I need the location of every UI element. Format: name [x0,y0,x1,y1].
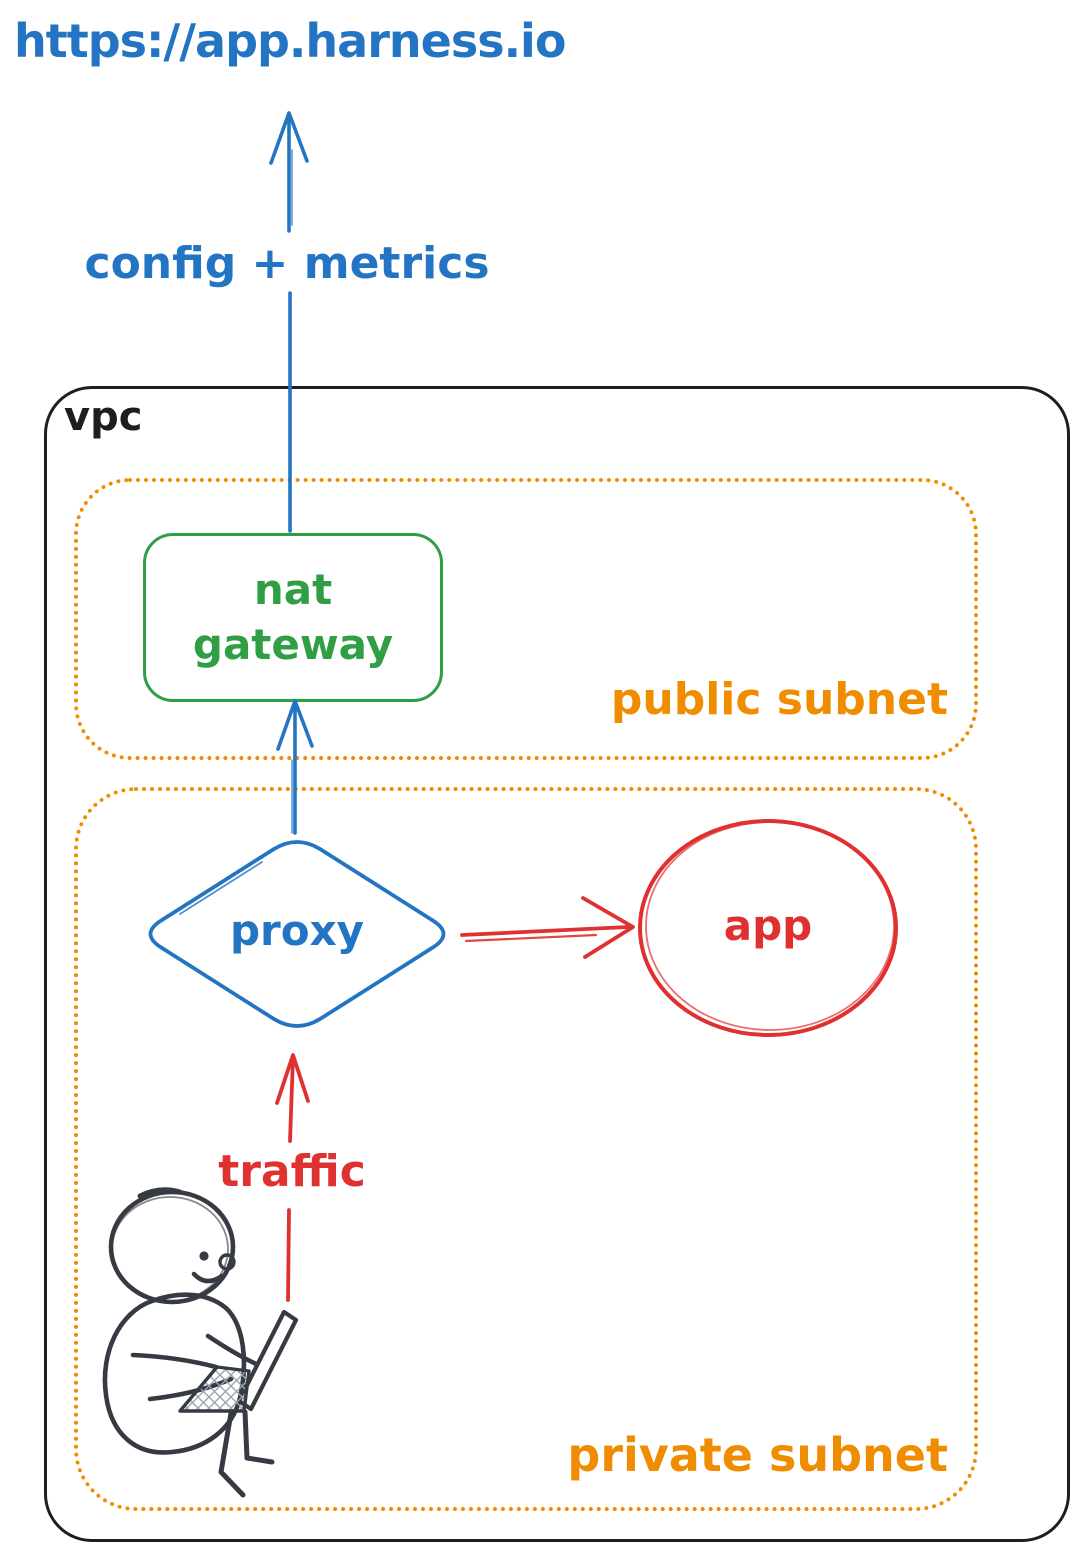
private-subnet-label: private subnet [567,1428,948,1482]
vpc-container [44,386,1070,1542]
vpc-label: vpc [64,394,143,440]
nat-gateway-label-line1: nat [253,564,333,614]
public-subnet-label: public subnet [610,674,948,725]
traffic-label: traffic [218,1146,366,1197]
nat-gateway-label-line2: gateway [192,619,394,669]
external-url-label: https://app.harness.io [14,14,566,68]
arrowhead-up-icon [269,111,309,165]
app-node-label: app [723,901,813,950]
private-subnet-container [74,787,978,1511]
proxy-node-label: proxy [229,906,365,955]
public-subnet-container [74,478,978,760]
nat-gateway-node: nat gateway [143,533,443,702]
config-metrics-label: config + metrics [84,238,490,289]
